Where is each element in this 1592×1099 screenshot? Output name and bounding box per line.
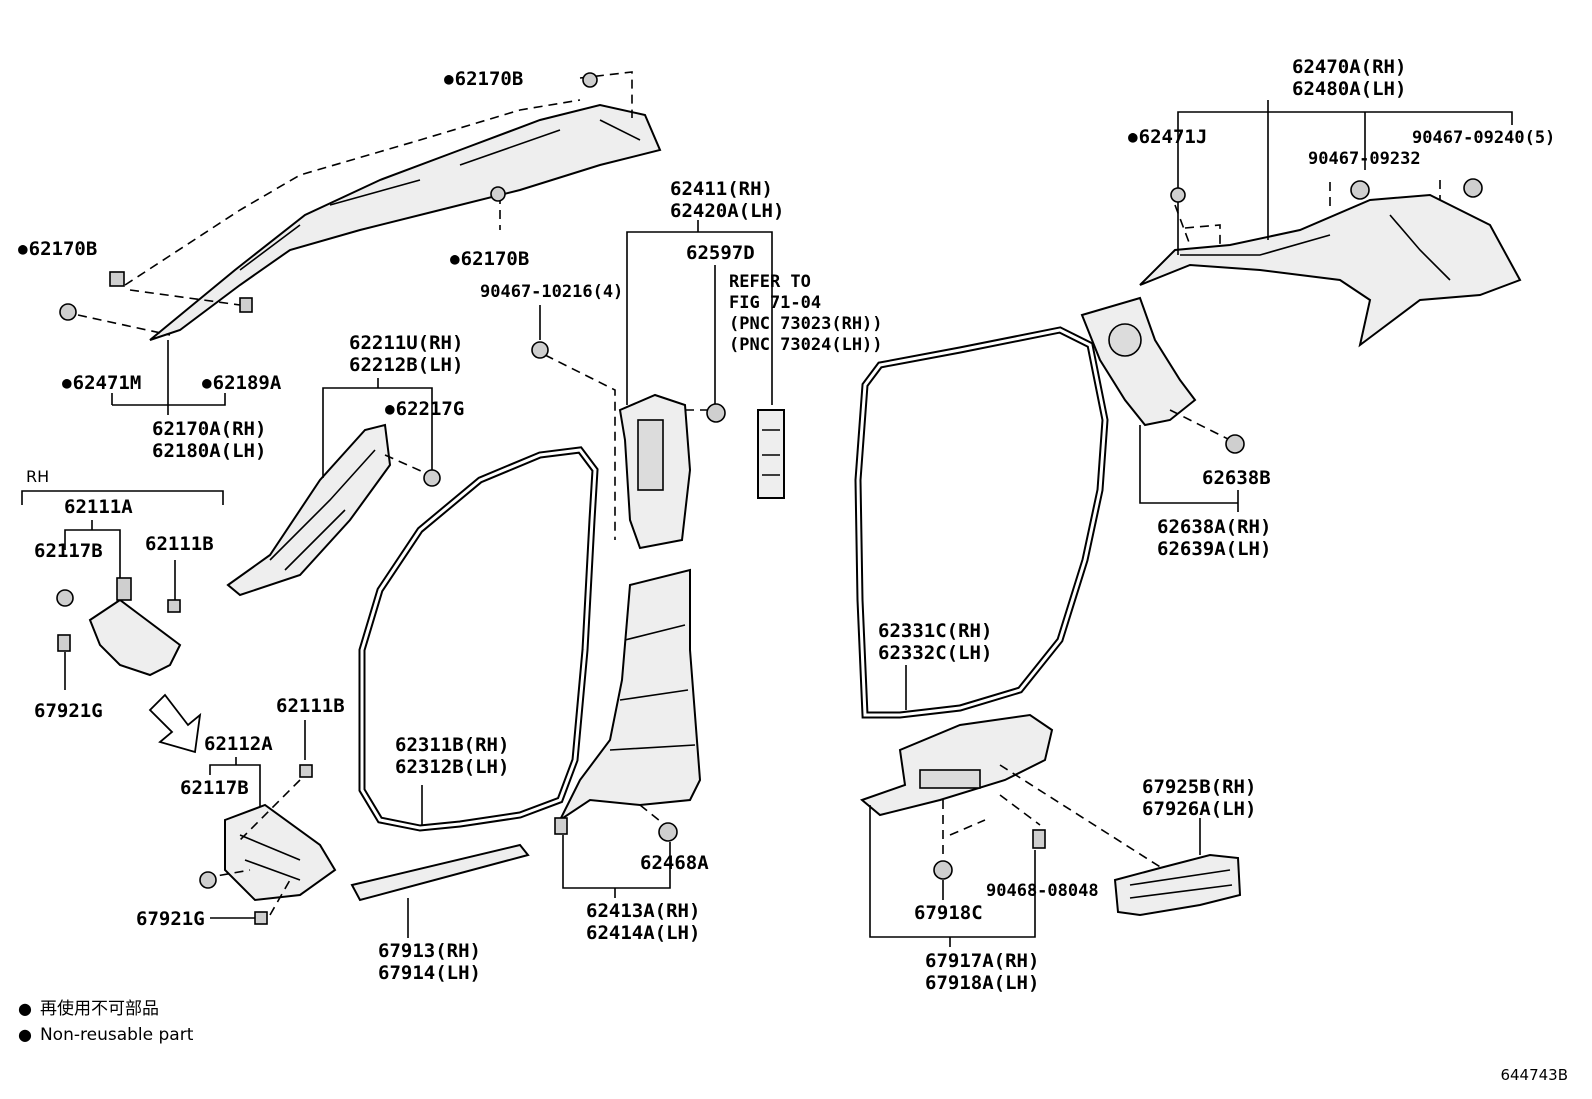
seat-belt-adjuster-part [757, 409, 785, 499]
part-label: 62480A(LH) [1292, 78, 1407, 100]
part-label: 67925B(RH) [1142, 776, 1257, 798]
part-label: 67918C [914, 902, 983, 924]
bullet-icon: ● [18, 999, 32, 1018]
part-label: 62471M [62, 372, 142, 395]
clip-icon [531, 341, 549, 359]
clip-icon [1463, 178, 1483, 198]
rear-trim-cover-part [1113, 853, 1242, 917]
clip-icon [59, 303, 77, 321]
part-label: 62189A [202, 372, 282, 395]
clip-icon [116, 577, 132, 601]
part-label: 90467-09240(5) [1412, 128, 1556, 148]
clip-icon [933, 860, 953, 880]
part-label: 62170A(RH) [152, 418, 267, 440]
clip-icon [239, 297, 253, 313]
part-label: 67918A(LH) [925, 972, 1040, 994]
part-label: 90467-10216(4) [480, 282, 624, 302]
part-label: 62112A [204, 733, 273, 755]
clip-icon [490, 186, 506, 202]
bullet-icon: ● [18, 1025, 32, 1044]
part-label: 62638A(RH) [1157, 516, 1272, 538]
part-label: 62111A [64, 496, 133, 518]
legend-text: Non-reusable part [39, 1025, 194, 1045]
clip-icon [582, 72, 598, 88]
part-label: 62180A(LH) [152, 440, 267, 462]
legend-item: ● Non-reusable part [18, 1024, 193, 1046]
part-label: 62597D [686, 242, 755, 264]
part-label: 90468-08048 [986, 881, 1099, 901]
part-label: 62170B [444, 68, 524, 91]
clip-icon [57, 634, 71, 652]
clip-icon [423, 469, 441, 487]
part-label: 62413A(RH) [586, 900, 701, 922]
clip-icon [199, 871, 217, 889]
legend-text: 再使用不可部品 [39, 999, 159, 1019]
part-label: 67926A(LH) [1142, 798, 1257, 820]
part-label: 62471J [1128, 126, 1208, 149]
part-label: 62332C(LH) [878, 642, 993, 664]
part-label: 62312B(LH) [395, 756, 510, 778]
front-pillar-garnish-part [226, 423, 392, 597]
rh-label: RH [26, 467, 50, 486]
clip-icon [1225, 434, 1245, 454]
clip-icon [1032, 829, 1046, 849]
clip-icon [706, 403, 726, 423]
clip-icon [167, 599, 181, 613]
part-label: 62211U(RH) [349, 332, 464, 354]
part-label: 62212B(LH) [349, 354, 464, 376]
part-label: 62420A(LH) [670, 200, 785, 222]
clip-icon [1170, 187, 1186, 203]
center-pillar-upper-garnish-part [618, 393, 692, 550]
part-label: 62170B [18, 238, 98, 261]
cowl-side-trim-upper-part [88, 598, 182, 677]
front-door-weatherstrip-part [358, 446, 599, 832]
refer-note: REFER TO [729, 272, 811, 292]
rear-door-weatherstrip-part [854, 326, 1109, 719]
part-label: 62411(RH) [670, 178, 773, 200]
clip-icon [554, 817, 568, 835]
part-label: 62117B [180, 777, 249, 799]
part-label: 62414A(LH) [586, 922, 701, 944]
part-label: 67917A(RH) [925, 950, 1040, 972]
part-label: 67913(RH) [378, 940, 481, 962]
direction-arrow-icon [148, 693, 202, 754]
part-label: 62638B [1202, 467, 1271, 489]
part-label: 62170B [450, 248, 530, 271]
clip-icon [1350, 180, 1370, 200]
clip-icon [109, 271, 125, 287]
part-label: 62468A [640, 852, 709, 874]
part-label: 67921G [136, 908, 205, 930]
part-label: 62331C(RH) [878, 620, 993, 642]
quarter-trim-part [1139, 193, 1522, 348]
rear-scuff-plate-part [860, 713, 1054, 817]
part-label: 62117B [34, 540, 103, 562]
quarter-pillar-garnish-part [1080, 296, 1197, 427]
part-label: 62639A(LH) [1157, 538, 1272, 560]
clip-icon [56, 589, 74, 607]
cowl-side-trim-lower-part [224, 803, 337, 902]
clip-icon [658, 822, 678, 842]
part-label: 62217G [385, 398, 465, 421]
part-label: 67921G [34, 700, 103, 722]
legend-item: ● 再使用不可部品 [18, 998, 159, 1020]
clip-icon [299, 764, 313, 778]
part-label: 67914(LH) [378, 962, 481, 984]
part-label: 62111B [276, 695, 345, 717]
figure-id: 644743B [1500, 1066, 1568, 1084]
part-label: 62111B [145, 533, 214, 555]
refer-note: (PNC 73023(RH)) [729, 314, 883, 334]
part-label: 90467-09232 [1308, 149, 1421, 169]
refer-note: FIG 71-04 [729, 293, 822, 313]
refer-note: (PNC 73024(LH)) [729, 335, 883, 355]
part-label: 62311B(RH) [395, 734, 510, 756]
clip-icon [254, 911, 268, 925]
part-label: 62470A(RH) [1292, 56, 1407, 78]
front-scuff-plate-part [350, 843, 530, 902]
center-pillar-lower-garnish-part [557, 568, 702, 823]
roof-rail-garnish-part [149, 103, 662, 341]
